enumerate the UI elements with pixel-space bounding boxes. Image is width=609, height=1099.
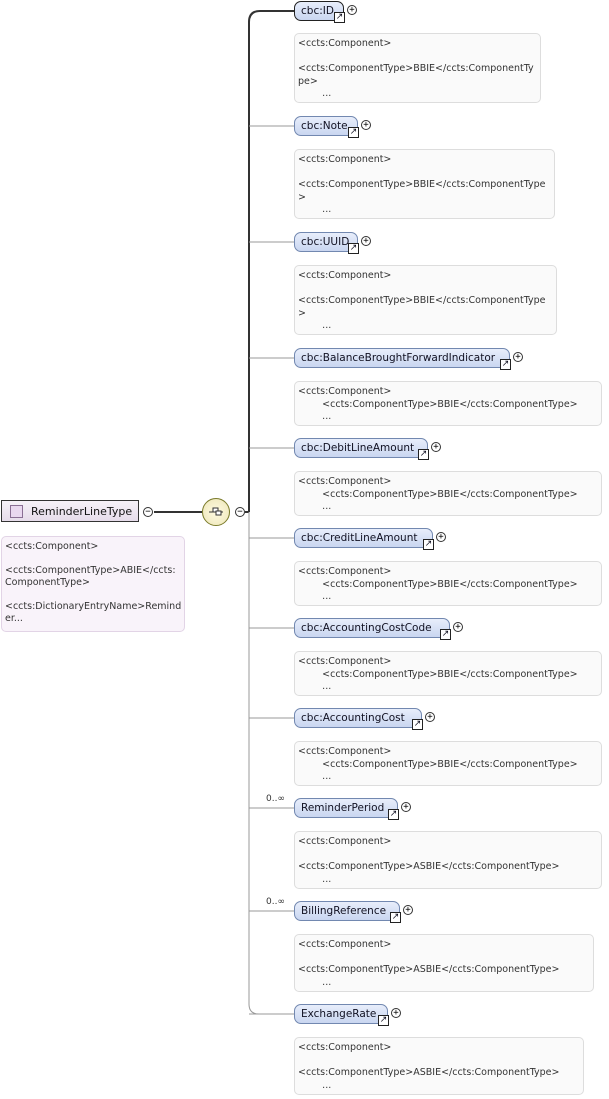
element-annotation: <ccts:Component> <ccts:ComponentType>BBI…	[294, 651, 602, 696]
sequence-collapse-toggle[interactable]: −	[235, 507, 245, 517]
element-label: cbc:CreditLineAmount	[301, 532, 418, 544]
root-label: ReminderLineType	[31, 504, 133, 518]
spine-line	[248, 512, 260, 1015]
element-label: cbc:DebitLineAmount	[301, 442, 415, 454]
expand-toggle[interactable]: +	[431, 442, 441, 452]
complex-type-icon	[10, 504, 23, 518]
element-node[interactable]: cbc:AccountingCostCode ↗	[294, 618, 451, 640]
sequence-icon	[209, 507, 223, 516]
reference-arrow-icon: ↗	[418, 449, 429, 460]
element-annotation: <ccts:Component> <ccts:ComponentType>BBI…	[294, 265, 557, 335]
reference-arrow-icon: ↗	[412, 719, 423, 730]
element-node[interactable]: cbc:BalanceBroughtForwardIndicator ↗	[294, 348, 511, 370]
expand-toggle[interactable]: +	[361, 236, 371, 246]
element-label: cbc:ID	[301, 5, 334, 17]
sequence-compositor[interactable]	[202, 498, 230, 526]
root-collapse-toggle[interactable]: −	[143, 507, 153, 517]
element-annotation: <ccts:Component> <ccts:ComponentType>BBI…	[294, 33, 541, 103]
element-node[interactable]: cbc:ID↗	[294, 1, 345, 23]
element-node[interactable]: ExchangeRate↗	[294, 1004, 389, 1026]
cardinality-label: 0..∞	[266, 794, 285, 804]
element-node[interactable]: ReminderPeriod↗	[294, 798, 399, 820]
element-label: BillingReference	[301, 905, 387, 917]
element-node[interactable]: cbc:UUID↗	[294, 232, 359, 254]
expand-toggle[interactable]: +	[453, 622, 463, 632]
element-node[interactable]: cbc:AccountingCost ↗	[294, 708, 423, 730]
element-annotation: <ccts:Component> <ccts:ComponentType>BBI…	[294, 381, 602, 426]
element-annotation: <ccts:Component> <ccts:ComponentType>ASB…	[294, 831, 602, 889]
element-annotation: <ccts:Component> <ccts:ComponentType>BBI…	[294, 471, 602, 516]
element-label: cbc:AccountingCost	[301, 712, 405, 724]
element-node[interactable]: cbc:CreditLineAmount ↗	[294, 528, 434, 550]
reference-arrow-icon: ↗	[500, 359, 511, 370]
element-label: cbc:BalanceBroughtForwardIndicator	[301, 352, 496, 364]
element-annotation: <ccts:Component> <ccts:ComponentType>ASB…	[294, 934, 594, 992]
branch-connectors	[248, 125, 294, 1015]
root-annotation: <ccts:Component> <ccts:ComponentType>ABI…	[1, 536, 185, 632]
root-complex-type[interactable]: ReminderLineType	[1, 500, 139, 522]
element-annotation: <ccts:Component> <ccts:ComponentType>BBI…	[294, 149, 555, 219]
reference-arrow-icon: ↗	[390, 912, 401, 923]
element-label: cbc:UUID	[301, 236, 350, 248]
reference-arrow-icon: ↗	[348, 243, 359, 254]
element-node[interactable]: cbc:DebitLineAmount↗	[294, 438, 429, 460]
expand-toggle[interactable]: +	[403, 905, 413, 915]
reference-arrow-icon: ↗	[388, 809, 399, 820]
element-label: ReminderPeriod	[301, 802, 385, 814]
expand-toggle[interactable]: +	[391, 1008, 401, 1018]
main-connectors	[154, 10, 294, 513]
element-label: cbc:AccountingCostCode	[301, 622, 432, 634]
element-annotation: <ccts:Component> <ccts:ComponentType>BBI…	[294, 741, 602, 786]
expand-toggle[interactable]: +	[347, 5, 357, 15]
element-node[interactable]: cbc:Note↗	[294, 116, 359, 138]
reference-arrow-icon: ↗	[378, 1015, 389, 1026]
reference-arrow-icon: ↗	[334, 12, 345, 23]
element-label: cbc:Note	[301, 120, 348, 132]
cardinality-label: 0..∞	[266, 897, 285, 907]
element-annotation: <ccts:Component> <ccts:ComponentType>BBI…	[294, 561, 602, 606]
expand-toggle[interactable]: +	[401, 802, 411, 812]
expand-toggle[interactable]: +	[513, 352, 523, 362]
element-annotation: <ccts:Component> <ccts:ComponentType>ASB…	[294, 1037, 584, 1095]
expand-toggle[interactable]: +	[361, 120, 371, 130]
expand-toggle[interactable]: +	[425, 712, 435, 722]
element-node[interactable]: BillingReference↗	[294, 901, 401, 923]
expand-toggle[interactable]: +	[436, 532, 446, 542]
reference-arrow-icon: ↗	[423, 539, 434, 550]
reference-arrow-icon: ↗	[440, 629, 451, 640]
element-label: ExchangeRate	[301, 1008, 377, 1020]
reference-arrow-icon: ↗	[348, 127, 359, 138]
